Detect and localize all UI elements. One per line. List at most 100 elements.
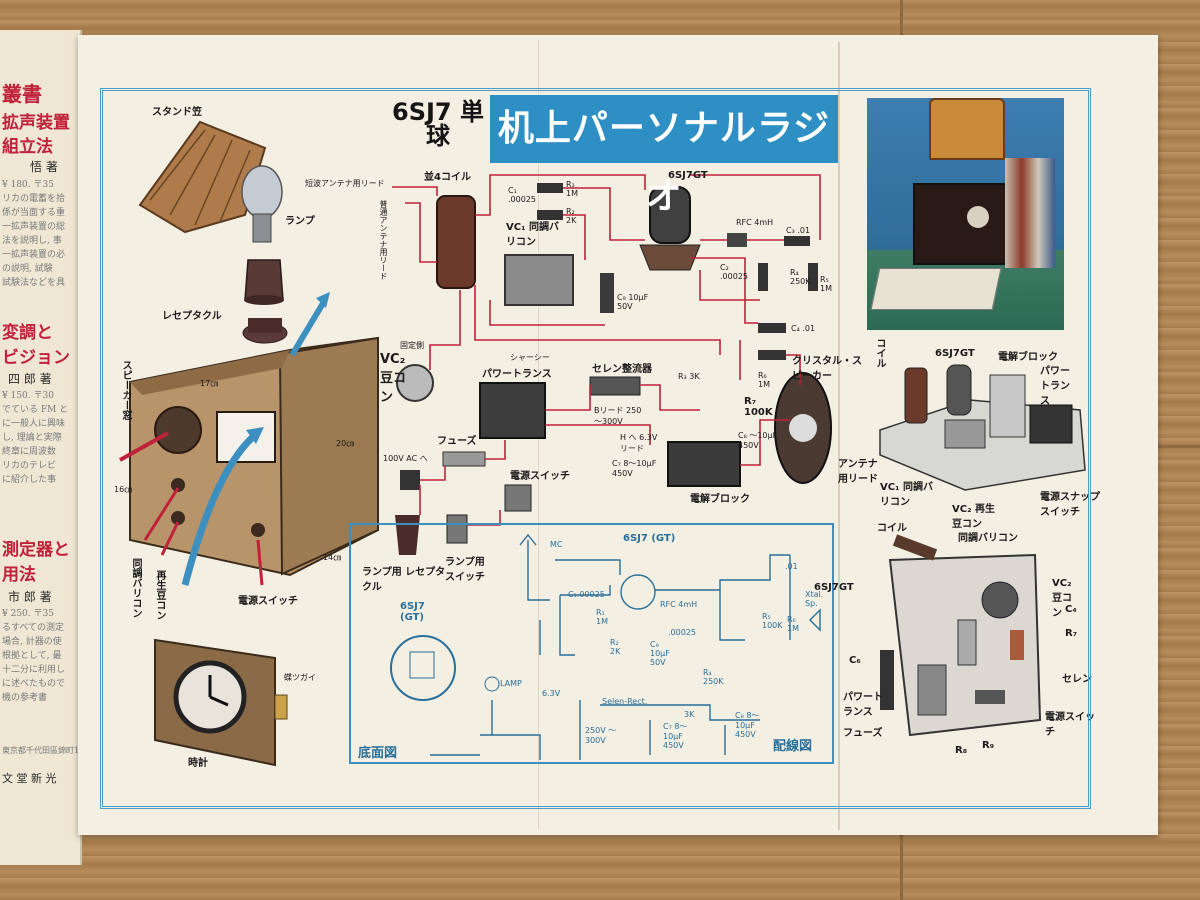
schematic-panel	[349, 523, 834, 764]
chassis-transformer	[1029, 404, 1073, 444]
schematic-r1: R₁ 1M	[596, 608, 608, 626]
label-c1: C₁ .00025	[508, 186, 536, 204]
photo-clock	[967, 206, 989, 228]
label-power-switch: 電源スイッチ	[510, 471, 570, 482]
book3-title-line1: 測定器と	[2, 540, 70, 560]
label-r6: R₆ 1M	[758, 371, 770, 389]
label-r4: R₄ 250K	[790, 268, 811, 286]
book1-line: 法を説明し, 事	[2, 236, 62, 246]
label-right-c4: C₄	[1065, 604, 1077, 615]
book1-author: 悟 著	[30, 160, 58, 174]
photo-open-book	[870, 268, 1002, 310]
schematic-lamp: LAMP	[500, 679, 522, 688]
label-lamp-switch: ランプ用 スイッチ	[445, 557, 485, 583]
label-r3: R₃ 3K	[678, 372, 700, 381]
label-right-c6: C₆	[849, 655, 861, 666]
schematic-c7: C₇ 8～10μF 450V	[663, 722, 688, 750]
label-right-r9: R₉	[982, 740, 995, 751]
label-right-fuse: フューズ	[843, 728, 883, 739]
label-power-transformer: パワートランス	[482, 369, 552, 380]
schematic-r5: R₅ 100K	[762, 612, 783, 630]
book1-line: 一拡声装置の必	[2, 250, 66, 260]
label-short-antenna: 短波アンテナ用リード	[305, 179, 385, 188]
label-right-vc-mame: VC₂ 豆コン	[1052, 578, 1072, 619]
schematic-r2: R₂ 2K	[610, 638, 621, 656]
photo-lamp-shade	[929, 98, 1005, 160]
publisher-address: 東京都千代田區錦町1ノ2	[2, 746, 80, 755]
red-arrow	[119, 431, 169, 462]
red-arrow	[143, 487, 180, 541]
book3-author: 市 郎 著	[8, 590, 52, 604]
book2-line: し, 理論と実際	[2, 433, 62, 443]
book3-line: 機の参考書	[2, 693, 48, 703]
label-c4: C₄ .01	[791, 324, 816, 333]
photo-radio-cabinet	[913, 183, 1007, 265]
label-power-switch-cabinet: 電源スイッチ	[238, 596, 298, 607]
book3-price: ¥ 250. 〒35	[2, 609, 54, 619]
plug-illustration	[400, 470, 420, 490]
schematic-tube-label: 6SJ7 (GT)	[623, 533, 676, 544]
label-right-tube2: 6SJ7GT	[814, 582, 854, 593]
schematic-xtal: Xtal. Sp.	[805, 590, 824, 608]
label-right-electrolytic: 電解ブロック	[998, 352, 1058, 363]
schematic-c2: .00025	[668, 628, 696, 637]
label-antenna-lead: アンテナ用リード	[838, 459, 878, 485]
schematic-c9: C₉ 10μF 50V	[650, 640, 670, 667]
schematic-lines	[430, 533, 821, 760]
label-coil: 並4コイル	[424, 172, 471, 183]
dim-17cm: 17㎝	[200, 379, 219, 388]
lamp-shade-pattern	[149, 129, 251, 226]
book1-price: ¥ 180. 〒35	[2, 180, 54, 190]
book2-title-line1: 変調と	[2, 323, 53, 343]
blue-arrow	[181, 432, 258, 586]
book2-title-line2: ビジョン	[2, 348, 70, 368]
book3-line: 根拠として, 最	[2, 651, 62, 661]
schematic-r6: R₆ 1M	[787, 615, 799, 633]
label-right-switch: 電源スイッチ	[1045, 712, 1095, 738]
label-normal-antenna: 普通アンテナ用リード	[379, 200, 388, 280]
book1-title-line2: 組立法	[2, 137, 53, 157]
label-r2: R₂ 2K	[566, 207, 577, 225]
book3-title-line2: 用法	[2, 565, 36, 585]
book1-line: 試験法などを具	[2, 278, 66, 288]
red-arrow	[256, 539, 264, 586]
label-right-vc1: VC₁ 同調バリコン	[880, 482, 933, 508]
receptacle-illustration	[244, 259, 284, 301]
dim-20cm: 20㎝	[336, 439, 355, 448]
schematic-b-volt: 250V ～300V	[585, 726, 617, 745]
label-hinge: 蝶ツガイ	[284, 673, 316, 682]
radio-photo	[867, 98, 1064, 330]
schematic-pinout-label: 6SJ7 (GT)	[400, 601, 425, 623]
coil-illustration	[436, 195, 476, 289]
book2-author: 四 郎 著	[8, 372, 52, 386]
book3-line: 場合, 計器の使	[2, 637, 62, 647]
label-right-power-trans: パワートランス	[1040, 366, 1070, 407]
book3-line: に述べたもので	[2, 679, 66, 689]
tube-pinout-diagram	[390, 635, 456, 701]
dim-14cm: 14㎝	[323, 553, 342, 562]
speaker-window	[154, 406, 202, 454]
label-right-vc2: VC₂ 再生豆コン	[952, 504, 995, 530]
book3-line: 十二分に利用し	[2, 665, 66, 675]
label-right-coil2: コイル	[877, 523, 907, 534]
dim-16cm: 16㎝	[114, 485, 133, 494]
fold-line	[838, 42, 840, 830]
photo-books	[1005, 158, 1055, 268]
label-c8: C₈ ～10μF 450V	[738, 431, 778, 450]
label-right-coil: コイル	[874, 338, 885, 368]
chassis-tube	[946, 364, 972, 416]
label-vc1: VC₁ 同調バリコン	[506, 222, 559, 248]
variable-capacitor-illustration	[504, 254, 574, 306]
red-arrow	[160, 521, 180, 556]
label-ac100: 100V AC へ	[383, 454, 428, 463]
chassis-coil	[904, 367, 928, 424]
book2-line: 終章に周波数	[2, 447, 57, 457]
blue-arrow	[289, 298, 328, 357]
book1-line: 一拡声装置の総	[2, 222, 66, 232]
chassis-coil-2	[892, 534, 938, 561]
schematic-wiring-diagram: 配線図	[773, 739, 813, 754]
book2-line: リカのテレビ	[2, 461, 57, 471]
label-right-selen: セレン	[1062, 674, 1092, 685]
book3-line: るすべての測定	[2, 623, 65, 633]
